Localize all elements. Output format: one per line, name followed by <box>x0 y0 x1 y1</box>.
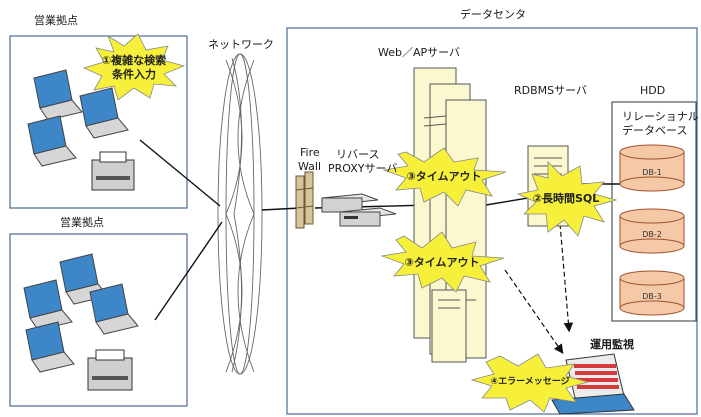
database-cylinder-2 <box>619 208 685 254</box>
hdd-label: HDD <box>640 84 666 97</box>
proxy-label-2: PROXYサーバ <box>328 162 398 175</box>
rdbms-label: RDBMSサーバ <box>514 84 588 97</box>
firewall-label-1: Fire <box>300 146 320 159</box>
proxy-server-icon <box>321 193 397 227</box>
laptop-icon <box>25 321 75 373</box>
burst-callout-3a <box>382 147 507 207</box>
db-label-3: DB-3 <box>642 292 662 301</box>
branch-label-bottom: 営業拠点 <box>60 216 104 229</box>
web-ap-label: Web／APサーバ <box>378 46 461 59</box>
firewall-icon <box>295 171 314 229</box>
laptop-icon <box>33 69 83 121</box>
laptop-icon <box>89 283 139 335</box>
rdb-label-1: リレーショナル <box>622 110 699 123</box>
burst-callout-3b <box>380 231 505 293</box>
laptop-icon <box>79 87 129 139</box>
callout-3a: ③タイムアウト <box>406 170 482 183</box>
laptop-icon <box>59 253 109 305</box>
datacenter-label: データセンタ <box>460 8 526 21</box>
web-ap-server-icon <box>413 67 487 363</box>
db-label-1: DB-1 <box>642 168 662 177</box>
branch-label-top: 営業拠点 <box>34 14 78 27</box>
network-cloud <box>217 53 263 375</box>
database-cylinder-1 <box>619 144 685 192</box>
callout-1-line2: 条件入力 <box>112 68 156 81</box>
dashed-arrows <box>504 199 574 354</box>
ops-label: 運用監視 <box>590 338 634 351</box>
callout-2: ②長時間SQL <box>532 192 600 205</box>
db-label-2: DB-2 <box>642 230 662 239</box>
network-label: ネットワーク <box>208 38 274 51</box>
database-cylinder-3 <box>619 270 685 316</box>
rdb-label-2: データベース <box>622 124 688 137</box>
callout-4: ④エラーメッセージ <box>490 377 570 387</box>
laptop-icon <box>23 279 73 331</box>
burst-callout-1 <box>82 33 186 101</box>
printer-icon <box>87 349 133 391</box>
callout-1-line1: ①複雑な検索 <box>101 54 167 67</box>
burst-callout-4 <box>470 353 590 413</box>
burst-callout-2 <box>516 161 618 237</box>
proxy-label-1: リバース <box>336 148 380 161</box>
firewall-label-2: Wall <box>298 160 322 173</box>
callout-3b: ③タイムアウト <box>404 256 480 269</box>
printer-icon <box>91 151 135 191</box>
laptop-icon <box>27 115 77 167</box>
